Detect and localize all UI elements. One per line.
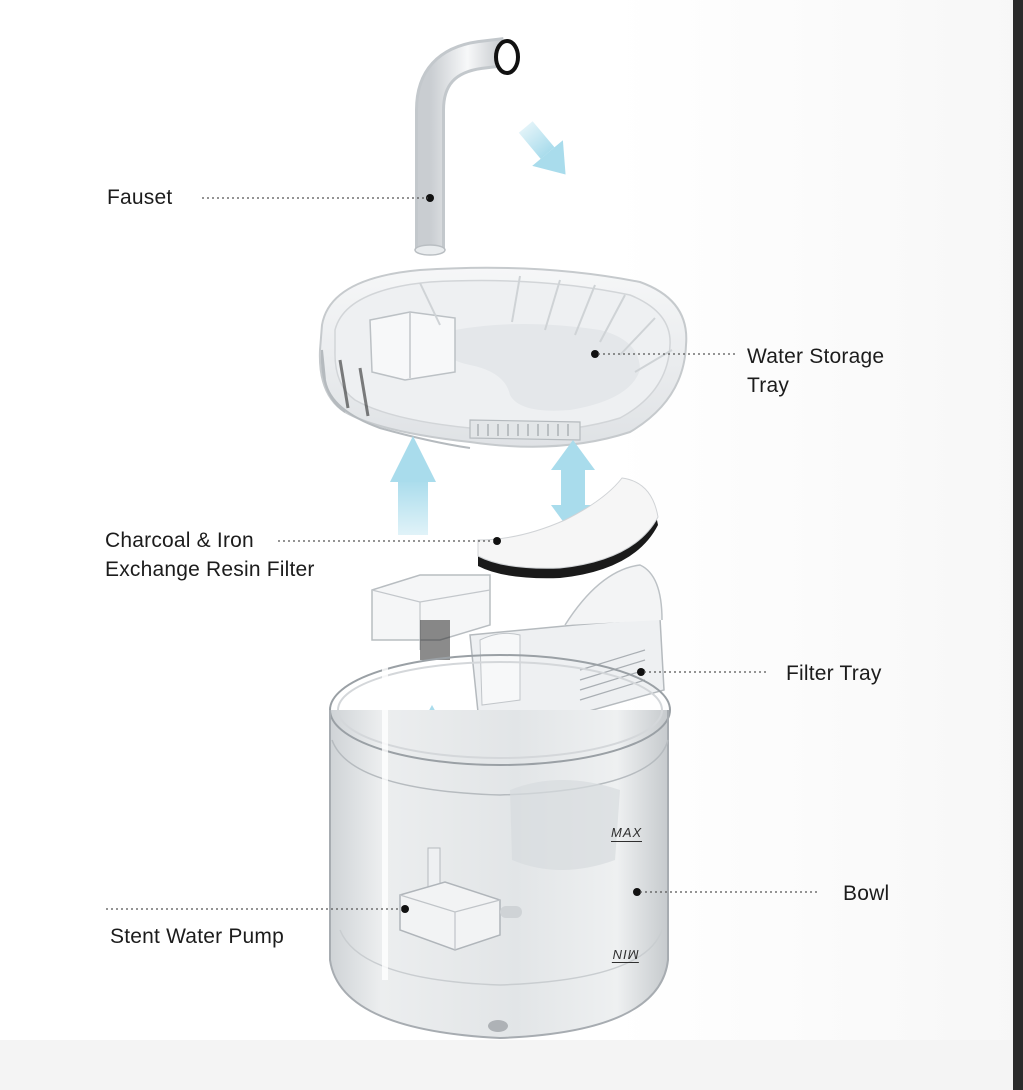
bowl xyxy=(329,650,671,1040)
leader-lines xyxy=(106,197,820,910)
label-bowl: Bowl xyxy=(843,879,889,908)
label-pump: Stent Water Pump xyxy=(110,922,284,951)
label-filter-line2: Exchange Resin Filter xyxy=(105,558,315,581)
filter-tray xyxy=(371,564,665,716)
label-water-storage-tray-line2: Tray xyxy=(747,374,790,397)
label-water-storage-tray: Water Storage Tray xyxy=(747,342,884,400)
right-edge-border xyxy=(1013,0,1023,1090)
faucet-pipe xyxy=(414,37,520,256)
bottom-band xyxy=(0,1040,1013,1090)
filter-cartridge xyxy=(477,477,659,579)
bowl-min-mark: MIN xyxy=(612,946,639,963)
water-pump xyxy=(399,847,522,951)
arrow-faucet-out xyxy=(518,121,566,175)
label-filter-line1: Charcoal & Iron xyxy=(105,529,254,552)
water-storage-tray xyxy=(318,266,688,449)
label-faucet: Fauset xyxy=(107,183,172,212)
label-water-storage-tray-line1: Water Storage xyxy=(747,345,885,368)
bowl-max-mark: MAX xyxy=(611,825,643,842)
label-pump-text: Stent Water Pump xyxy=(110,925,284,948)
label-filter-tray: Filter Tray xyxy=(786,659,882,688)
arrow-tray-up xyxy=(390,436,436,535)
label-faucet-text: Fauset xyxy=(107,186,173,209)
label-filter-tray-text: Filter Tray xyxy=(786,662,882,685)
label-filter: Charcoal & Iron Exchange Resin Filter xyxy=(105,526,315,584)
label-bowl-text: Bowl xyxy=(843,882,890,905)
